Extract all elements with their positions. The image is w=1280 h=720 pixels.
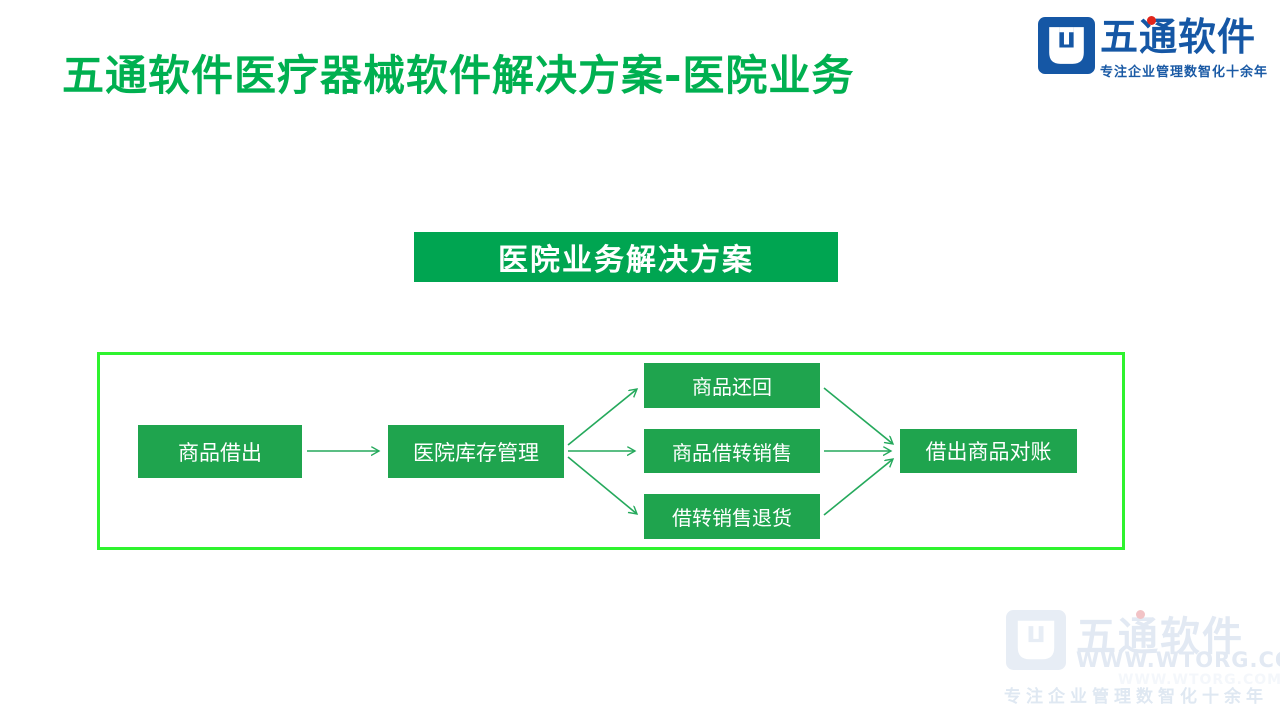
flow-node-loan-to-sale-refund: 借转销售退货 xyxy=(644,494,820,539)
flow-node-loan-to-sale: 商品借转销售 xyxy=(644,429,820,473)
flow-node-lend-reconciliation: 借出商品对账 xyxy=(900,429,1077,473)
flow-node-goods-return: 商品还回 xyxy=(644,363,820,408)
logo-tagline: 专注企业管理数智化十余年 xyxy=(1100,65,1269,80)
flow-node-hospital-inventory: 医院库存管理 xyxy=(388,425,564,478)
watermark-name: 五通软件 xyxy=(1076,614,1244,660)
watermark-url: WWW.WTORG.COM xyxy=(1076,648,1280,672)
section-banner: 医院业务解决方案 xyxy=(414,232,838,282)
watermark: 五通软件 WWW.WTORG.COM WWW.WTORG.COM 专注企业管理数… xyxy=(998,602,1280,712)
section-banner-label: 医院业务解决方案 xyxy=(498,243,754,278)
page-title: 五通软件医疗器械软件解决方案-医院业务 xyxy=(62,51,855,100)
logo-name: 五通软件 xyxy=(1100,15,1257,59)
wutong-logo-icon xyxy=(1038,17,1095,78)
watermark-tagline: 专注企业管理数智化十余年 xyxy=(1004,687,1268,707)
company-logo: 五通软件 专注企业管理数智化十余年 xyxy=(1038,15,1269,80)
flow-arrows xyxy=(307,387,1128,516)
watermark-red-dot xyxy=(1136,610,1145,619)
watermark-logo-icon xyxy=(1006,610,1066,674)
flowchart-frame: 商品借出 医院库存管理 商品还回 商品借转销售 借转销售退货 借出商品对账 xyxy=(97,352,1125,550)
flow-node-goods-lend: 商品借出 xyxy=(138,425,302,478)
logo-red-dot xyxy=(1147,16,1156,25)
watermark-url-ghost: WWW.WTORG.COM xyxy=(1118,672,1280,688)
